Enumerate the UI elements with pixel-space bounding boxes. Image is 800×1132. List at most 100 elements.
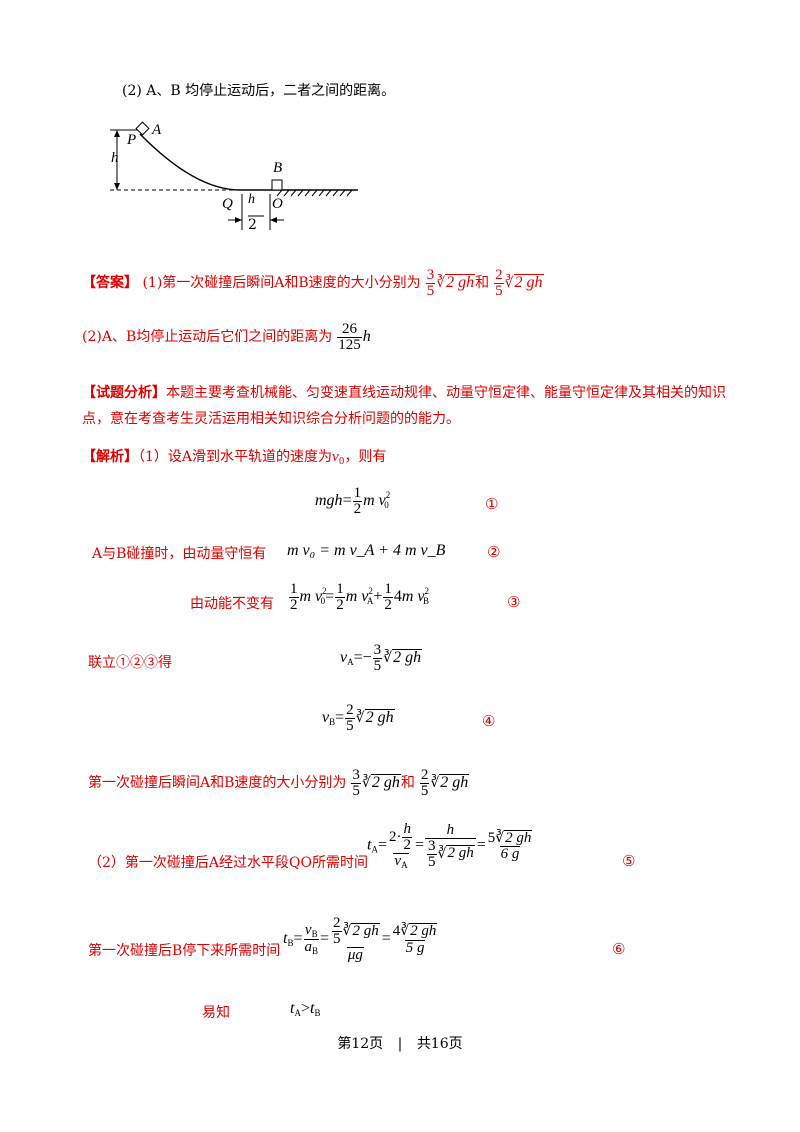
answer-and: 和 bbox=[475, 275, 490, 292]
summary-sqrt1: 2 gh bbox=[370, 774, 401, 792]
circle-4: ④ bbox=[482, 712, 496, 730]
eq3-sup1: 2 bbox=[322, 586, 327, 597]
summary-and: 和 bbox=[400, 775, 415, 792]
collision-text: A与B碰撞时，由动量守恒有 bbox=[92, 546, 267, 562]
solution-intro: 【解析】（1）设A滑到水平轨道的速度为v0，则有 bbox=[82, 446, 386, 467]
analysis-text1: 本题主要考查机械能、匀变速直线运动规律、动量守恒定律、能量守恒定律及其相关的知识 bbox=[166, 385, 726, 401]
eq1-half-den: 2 bbox=[352, 501, 363, 517]
figure-label-o: O bbox=[272, 196, 283, 212]
tb-sqrt2: 2 gh bbox=[409, 923, 438, 940]
answer-dist-var: h bbox=[362, 328, 371, 346]
question-2-text: (2) A、B 均停止运动后，二者之间的距离。 bbox=[122, 83, 396, 99]
vb-den: 5 bbox=[345, 718, 355, 734]
eq3-half1-num: 1 bbox=[290, 581, 298, 597]
ineq-gt: > bbox=[300, 1000, 310, 1017]
analysis-text2: 点，意在考查考生灵活运用相关知识综合分析问题的的能力。 bbox=[82, 411, 460, 427]
ta-sqrt1: 2 gh bbox=[446, 845, 475, 862]
figure-label-q: Q bbox=[222, 196, 233, 212]
va-num: 3 bbox=[373, 642, 382, 658]
solution-tag: 【解析】 bbox=[82, 449, 138, 465]
answer-frac1-num: 3 bbox=[426, 267, 435, 283]
circle-2: ② bbox=[487, 543, 501, 561]
figure-label-h-den: 2 bbox=[248, 217, 257, 233]
eq3-sup3: 2 bbox=[424, 586, 430, 597]
circle-3: ③ bbox=[507, 593, 521, 611]
ta-5: 5 bbox=[427, 853, 437, 870]
tb-vb: v bbox=[304, 922, 312, 938]
eq3-sub3: B bbox=[423, 596, 430, 607]
eq3-half2-num: 1 bbox=[336, 581, 344, 597]
tb-vb-sub: B bbox=[311, 929, 318, 939]
answer-frac2-den: 5 bbox=[494, 283, 504, 299]
vb-sqrt: 2 gh bbox=[364, 709, 395, 727]
summary-frac2-num: 2 bbox=[420, 767, 429, 783]
circle-1: ① bbox=[485, 495, 499, 513]
equation-2: m v₀ = m v_A + 4 m v_B bbox=[287, 542, 446, 559]
footer-total: 共16页 bbox=[416, 1036, 463, 1052]
solution-intro-text: （1）设A滑到水平轨道的速度为 bbox=[138, 449, 333, 465]
eq1-lhs: mgh bbox=[315, 492, 343, 510]
eq1-half-num: 1 bbox=[353, 485, 362, 501]
va-den: 5 bbox=[372, 658, 383, 674]
answer-dist-den: 125 bbox=[337, 337, 362, 353]
figure-label-b: B bbox=[273, 160, 283, 176]
eq3-sub2: A bbox=[366, 596, 374, 607]
ta-inner-num: h bbox=[403, 821, 411, 837]
ta-five: 5 bbox=[487, 829, 496, 846]
analysis-block: 【试题分析】本题主要考查机械能、匀变速直线运动规律、动量守恒定律、能量守恒定律及… bbox=[82, 380, 732, 432]
combine-text: 联立①②③得 bbox=[88, 655, 172, 671]
ta-sqrt2: 2 gh bbox=[504, 829, 533, 846]
tb-2: 2 bbox=[333, 915, 341, 931]
tb-ab-sub: B bbox=[312, 946, 319, 956]
ta-va-sub: A bbox=[401, 860, 408, 870]
eq3-sup2: 2 bbox=[368, 586, 373, 597]
tb-ab: a bbox=[304, 939, 313, 955]
ta-6g: 6 g bbox=[499, 846, 521, 863]
va-var: v bbox=[340, 649, 348, 667]
ta-two-dot: 2· bbox=[388, 828, 402, 845]
figure-incline-diagram bbox=[110, 121, 358, 230]
eq1-sup: 2 bbox=[385, 490, 391, 501]
inequality: tA>tB bbox=[290, 1000, 320, 1018]
circle-6: ⑥ bbox=[612, 940, 626, 958]
easy-text: 易知 bbox=[202, 1005, 230, 1021]
answer-frac2-num: 2 bbox=[495, 267, 503, 283]
answer-dist-num: 26 bbox=[341, 321, 357, 337]
eq1-mv: m v bbox=[363, 492, 386, 510]
ineq-tb: t bbox=[309, 1000, 315, 1017]
figure-label-h: h bbox=[111, 150, 119, 166]
solution-intro-end: ，则有 bbox=[344, 449, 387, 465]
vb-sub: B bbox=[329, 717, 336, 728]
answer-sqrt1: 2 gh bbox=[445, 274, 476, 292]
ta-var: t bbox=[367, 836, 372, 854]
eq3-sub1: 0 bbox=[320, 596, 326, 607]
ta-3: 3 bbox=[428, 837, 436, 854]
tb-sub: B bbox=[287, 938, 294, 949]
summary-frac1-den: 5 bbox=[351, 783, 361, 799]
circle-5: ⑤ bbox=[622, 852, 636, 870]
tb-text: 第一次碰撞后B停下来所需时间 bbox=[88, 943, 281, 959]
answer-frac1-den: 5 bbox=[425, 283, 436, 299]
eq3-half3-den: 2 bbox=[383, 597, 393, 613]
eq3-four: 4 bbox=[393, 588, 402, 606]
va-sub: A bbox=[347, 657, 354, 668]
ta-h: h bbox=[446, 821, 455, 838]
part2-text: （2）第一次碰撞后A经过水平段QO所需时间 bbox=[88, 855, 368, 871]
summary-frac2-den: 5 bbox=[419, 783, 430, 799]
eq1-sub: 0 bbox=[384, 500, 389, 511]
answer-part1-text: (1)第一次碰撞后瞬间A和B速度的大小分别为 bbox=[142, 275, 421, 292]
ineq-tb-sub: B bbox=[314, 1008, 321, 1018]
ineq-ta: t bbox=[290, 1000, 295, 1017]
solution-intro-sub: 0 bbox=[338, 457, 345, 467]
summary-text: 第一次碰撞后瞬间A和B速度的大小分别为 bbox=[88, 775, 347, 792]
ineq-ta-sub: A bbox=[294, 1008, 301, 1018]
eq3-mv1: m v bbox=[299, 588, 323, 606]
